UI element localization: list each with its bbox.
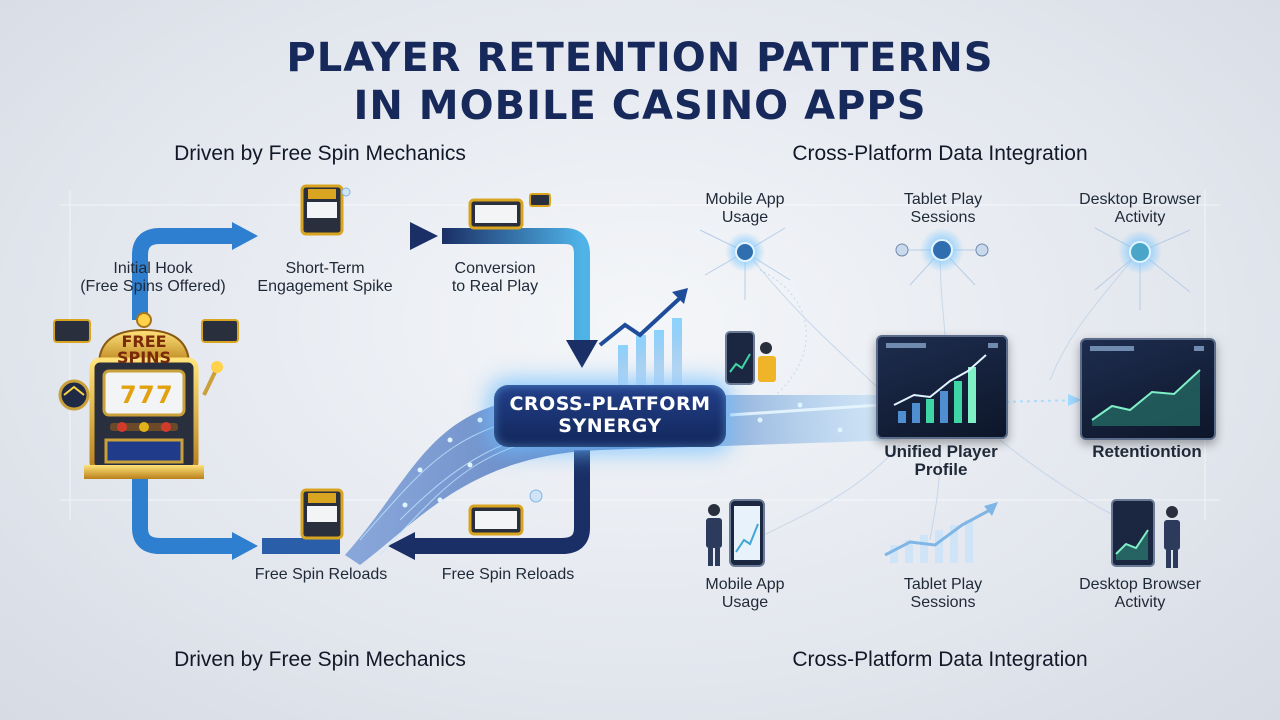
person-with-phone-bottom-icon [706,499,765,567]
cross-platform-synergy-badge: CROSS-PLATFORM SYNERGY [494,385,726,447]
label-unified-player-profile: Unified Player Profile [884,442,998,479]
arrow-left-icon [388,532,415,560]
section-header-cross-platform-bottom: Cross-Platform Data Integration [792,648,1088,671]
retention-loop-flow [132,222,598,560]
data-fibers [744,249,1141,541]
person-with-desktop-icon [1111,499,1180,568]
slot-machine-small-top-icon [300,184,351,236]
arrow-right-icon [232,532,258,560]
free-spins-slot-machine-icon: 7 7 7 [53,312,239,479]
label-conversion: Conversion to Real Play [451,260,539,295]
label-retention: Retentiontion [1092,442,1202,461]
label-desktop-browser-activity-top: Desktop Browser Activity [1079,191,1201,226]
label-desktop-browser-activity-bottom: Desktop Browser Activity [1079,576,1201,611]
network-node-desktop [1094,227,1191,310]
title-line-1: PLAYER RETENTION PATTERNS [286,35,994,81]
label-mobile-app-usage-top: Mobile App Usage [705,191,785,226]
label-free-spin-reloads-right: Free Spin Reloads [441,566,575,583]
label-initial-hook: Initial Hook (Free Spins Offered) [80,260,226,295]
svg-text:7: 7 [120,381,137,409]
unified-player-profile-dashboard [876,335,1008,439]
dashboard-chart-icon [886,343,998,423]
section-header-cross-platform-top: Cross-Platform Data Integration [792,142,1088,165]
section-header-free-spin-top: Driven by Free Spin Mechanics [174,142,466,165]
label-free-spin-reloads-left: Free Spin Reloads [254,566,388,583]
background-grid [60,190,1220,520]
slot-reels-small-bottom-icon [468,489,543,536]
svg-text:7: 7 [156,381,173,409]
arrow-down-icon [566,340,598,368]
person-with-phone-icon [725,331,776,385]
svg-text:7: 7 [138,381,155,409]
arrow-right-icon [410,222,438,250]
retention-chart-icon [1090,346,1204,426]
section-header-free-spin-bottom: Driven by Free Spin Mechanics [174,648,466,671]
network-node-mobile [699,227,791,300]
label-mobile-app-usage-bottom: Mobile App Usage [705,576,785,611]
retention-dashboard [1080,338,1216,440]
label-short-term-engagement: Short-Term Engagement Spike [257,260,393,295]
page-title: PLAYER RETENTION PATTERNS IN MOBILE CASI… [0,34,1280,130]
network-node-tablet [895,228,989,286]
free-spins-sign: FREE SPINS [116,332,172,367]
slot-machine-small-bottom-icon [300,488,344,540]
title-line-2: IN MOBILE CASINO APPS [353,83,927,129]
slot-reels-small-top-icon [468,193,551,230]
tablet-growth-chart-icon [884,502,998,563]
growth-chart-icon [598,288,688,385]
arrow-right-icon [232,222,258,250]
label-tablet-play-sessions-bottom: Tablet Play Sessions [903,576,983,611]
label-tablet-play-sessions-top: Tablet Play Sessions [903,191,983,226]
